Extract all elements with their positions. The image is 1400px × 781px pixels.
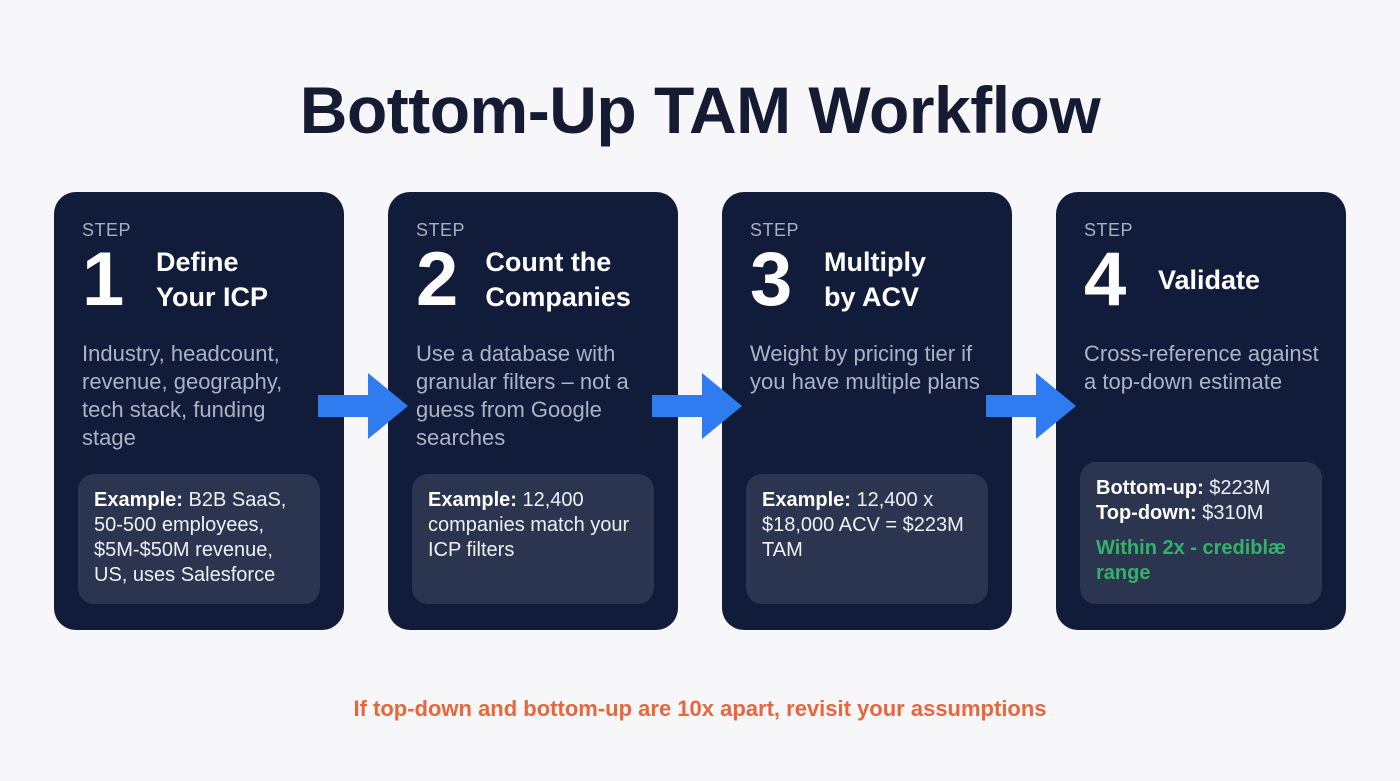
step-card-4: STEP 4 Validate Cross-reference against … — [1056, 192, 1346, 630]
step-name: Count the Companies — [485, 247, 631, 312]
step-header: 1 Define Your ICP — [82, 242, 320, 318]
step-label: STEP — [416, 220, 466, 240]
step-description: Use a database with granular filters – n… — [416, 341, 629, 450]
step-card-3: STEP 3 Multiply by ACV Weight by pricing… — [722, 192, 1012, 630]
step-label: STEP — [82, 220, 132, 240]
step-card-2: STEP 2 Count the Companies Use a databas… — [388, 192, 678, 630]
example-text: B2B SaaS, 50-500 employees, $5M-$50M rev… — [94, 489, 287, 586]
step-number: 3 — [750, 237, 793, 322]
step-label: STEP — [1084, 220, 1134, 240]
example-label: Example: — [762, 489, 851, 511]
footer-note: If top-down and bottom-up are 10x apart,… — [353, 696, 1047, 721]
validation-box: Bottom-up: $223M Top-down: $310M Within … — [1080, 462, 1322, 604]
step-name: Multiply by ACV — [824, 247, 926, 312]
example-box: Example: 12,400 x $18,000 ACV = $223M TA… — [746, 474, 988, 604]
step-number: 1 — [82, 237, 125, 322]
step-header: 2 Count the Companies — [416, 242, 654, 318]
step-description: Industry, headcount, revenue, geography,… — [82, 341, 283, 450]
example-box: Example: 12,400 companies match your ICP… — [412, 474, 654, 604]
arrow-right-icon — [986, 373, 1076, 439]
bottom-up-label: Bottom-up: — [1096, 477, 1204, 499]
top-down-label: Top-down: — [1096, 502, 1197, 524]
arrow-right-icon — [318, 373, 408, 439]
example-label: Example: — [428, 489, 517, 511]
step-description: Cross-reference against a top-down estim… — [1084, 341, 1319, 394]
bottom-up-value: $223M — [1203, 477, 1271, 499]
validation-verdict: Within 2x - crediblæ range — [1096, 537, 1286, 584]
example-text: 12,400 companies match your ICP filters — [428, 489, 630, 561]
page-title: Bottom-Up TAM Workflow — [299, 73, 1101, 147]
example-label: Example: — [94, 489, 183, 511]
top-down-line: Top-down: $310M — [1096, 501, 1306, 526]
arrow-right-icon — [652, 373, 742, 439]
step-header: 3 Multiply by ACV — [750, 242, 988, 318]
example-box: Example: B2B SaaS, 50-500 employees, $5M… — [78, 474, 320, 604]
step-name: Validate — [1158, 264, 1261, 295]
step-card-1: STEP 1 Define Your ICP Industry, headcou… — [54, 192, 344, 630]
step-name: Define Your ICP — [156, 247, 269, 312]
step-label: STEP — [750, 220, 800, 240]
top-down-value: $310M — [1196, 502, 1264, 524]
step-description: Weight by pricing tier if you have multi… — [750, 341, 980, 394]
step-number: 4 — [1084, 237, 1127, 322]
bottom-up-line: Bottom-up: $223M — [1096, 476, 1306, 501]
step-number: 2 — [416, 237, 459, 322]
step-header: 4 Validate — [1084, 242, 1322, 318]
example-text: 12,400 x $18,000 ACV = $223M TAM — [762, 489, 964, 561]
